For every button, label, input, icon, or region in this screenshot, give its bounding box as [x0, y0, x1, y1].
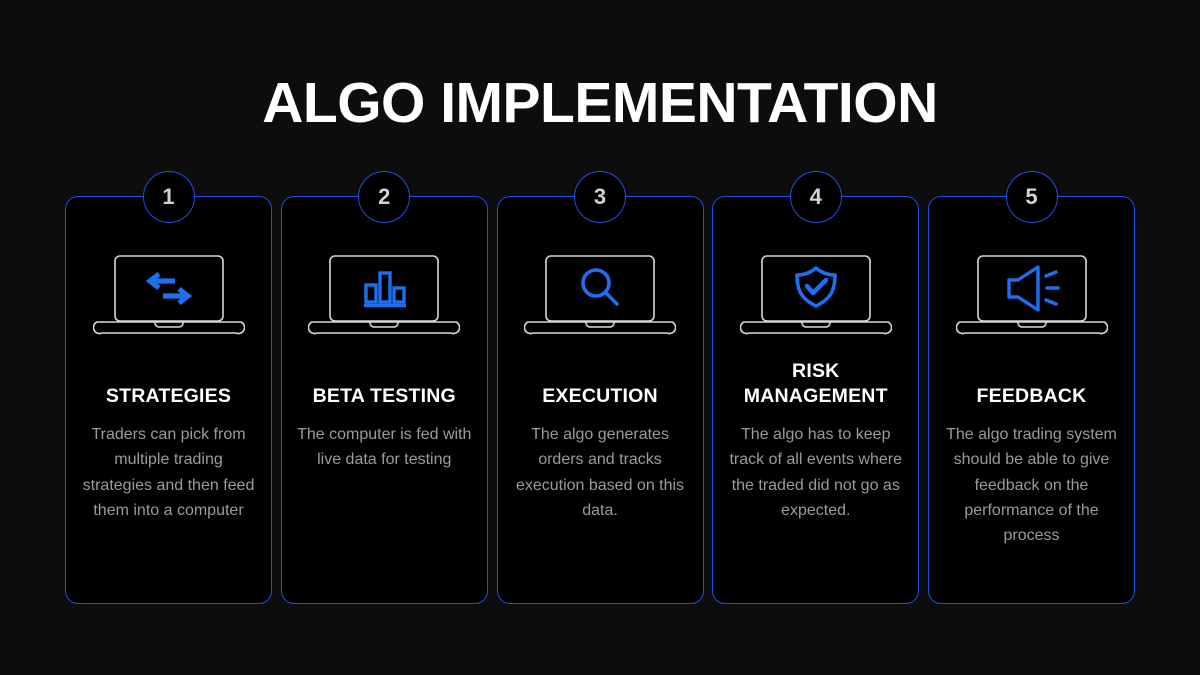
- step-heading-3: EXECUTION: [542, 385, 658, 408]
- laptop-frame-5: [955, 253, 1108, 339]
- step-number-badge-5: 5: [1005, 171, 1058, 223]
- step-heading-5: FEEDBACK: [976, 385, 1087, 408]
- step-body-5: The algo trading system should be able t…: [946, 426, 1117, 545]
- shield-check-icon: [794, 266, 837, 308]
- step-heading-4: RISK MANAGEMENT: [743, 360, 888, 408]
- step-body-1: Traders can pick from multiple trading s…: [82, 426, 255, 519]
- step-number-badge-1: 1: [142, 171, 195, 223]
- step-card-5[interactable]: 5 FEEDBACK The algo trading system shoul…: [928, 171, 1135, 604]
- step-number-badge-2: 2: [358, 171, 411, 223]
- step-card-4[interactable]: 4 RISK MANAGEMENT The algo has to keep t…: [712, 171, 920, 604]
- exchange-arrows-icon: [145, 271, 192, 306]
- steps-container: 1 STRATEGIES Traders can pick from multi…: [65, 171, 1135, 604]
- step-card-1[interactable]: 1 STRATEGIES Traders can pick from multi…: [65, 171, 272, 604]
- step-heading-2: BETA TESTING: [312, 385, 456, 408]
- laptop-frame-1: [92, 253, 245, 339]
- step-body-2: The computer is fed with live data for t…: [297, 426, 472, 469]
- step-card-3[interactable]: 3 EXECUTION The algo generates orders an…: [496, 171, 704, 604]
- step-number-badge-4: 4: [789, 171, 842, 223]
- megaphone-icon: [1006, 265, 1060, 312]
- laptop-frame-4: [739, 253, 892, 339]
- laptop-frame-3: [524, 253, 676, 339]
- step-number-badge-3: 3: [574, 171, 626, 223]
- step-body-3: The algo generates orders and tracks exe…: [515, 426, 685, 519]
- step-card-2[interactable]: 2 BETA TESTING The computer is fed with …: [280, 171, 488, 604]
- page-title: ALGO IMPLEMENTATION: [262, 71, 938, 135]
- bar-chart-icon: [364, 271, 407, 308]
- magnifier-icon: [581, 268, 619, 306]
- step-body-4: The algo has to keep track of all events…: [729, 426, 903, 519]
- laptop-frame-2: [308, 253, 461, 339]
- step-heading-1: STRATEGIES: [105, 385, 232, 408]
